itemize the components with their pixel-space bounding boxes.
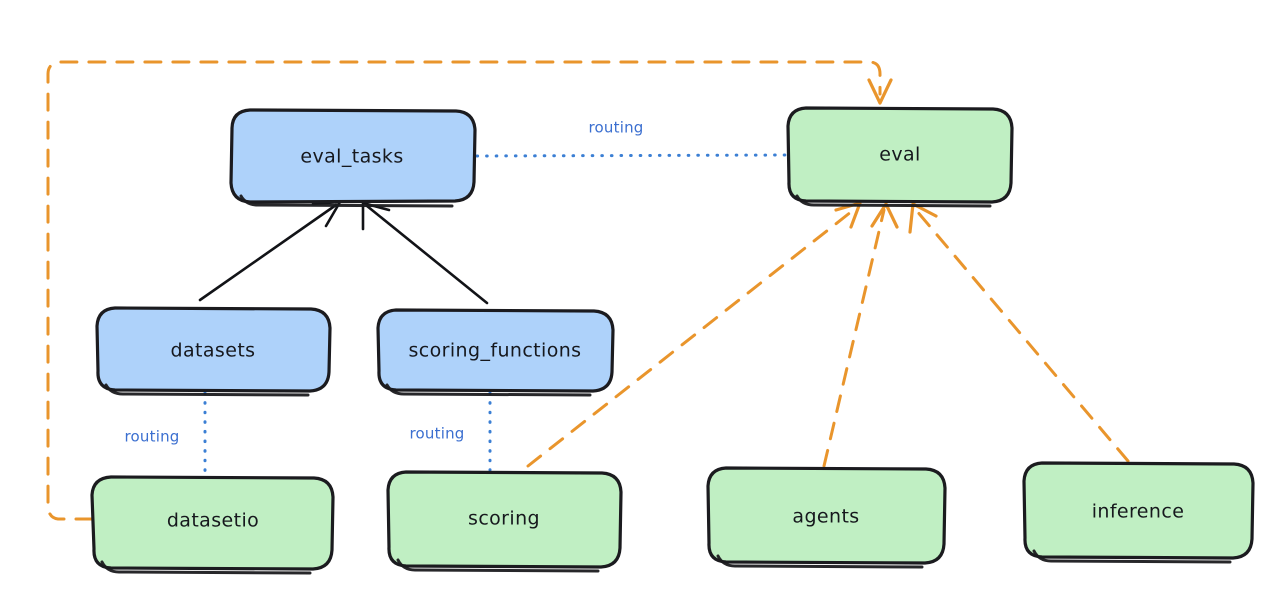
edge-label-routing-scoring-functions: routing	[410, 425, 465, 443]
node-inference[interactable]: inference	[1022, 461, 1255, 564]
edge-datasetio-eval	[46, 60, 893, 521]
node-label-datasets: datasets	[171, 340, 256, 362]
node-label-inference: inference	[1092, 501, 1185, 523]
node-scoring_functions[interactable]: scoring_functions	[376, 308, 615, 397]
node-datasets[interactable]: datasets	[95, 306, 332, 397]
node-label-eval: eval	[879, 144, 920, 166]
node-agents[interactable]: agents	[706, 466, 947, 569]
node-eval[interactable]: eval	[786, 106, 1014, 208]
node-label-scoring: scoring	[468, 508, 540, 530]
node-label-agents: agents	[792, 506, 859, 528]
node-scoring[interactable]: scoring	[386, 470, 623, 573]
edge-inference-eval	[908, 202, 1130, 463]
edge-agents-eval	[822, 202, 899, 468]
edge-scoring-eval	[526, 201, 862, 468]
node-label-scoring_functions: scoring_functions	[409, 340, 582, 362]
edge-eval_tasks-eval: routing	[475, 119, 788, 158]
node-label-datasetio: datasetio	[167, 510, 259, 532]
node-eval_tasks[interactable]: eval_tasks	[229, 108, 477, 208]
edge-scoring_functions-eval_tasks	[361, 201, 489, 305]
edge-datasets-datasetio: routing	[125, 391, 207, 476]
edge-scoring_functions-scoring: routing	[410, 391, 492, 472]
edge-datasets-eval_tasks	[198, 200, 342, 302]
node-label-eval_tasks: eval_tasks	[300, 146, 403, 168]
edge-label-routing-datasets: routing	[125, 428, 180, 446]
edge-label-routing-top: routing	[589, 119, 644, 137]
node-datasetio[interactable]: datasetio	[90, 475, 335, 575]
